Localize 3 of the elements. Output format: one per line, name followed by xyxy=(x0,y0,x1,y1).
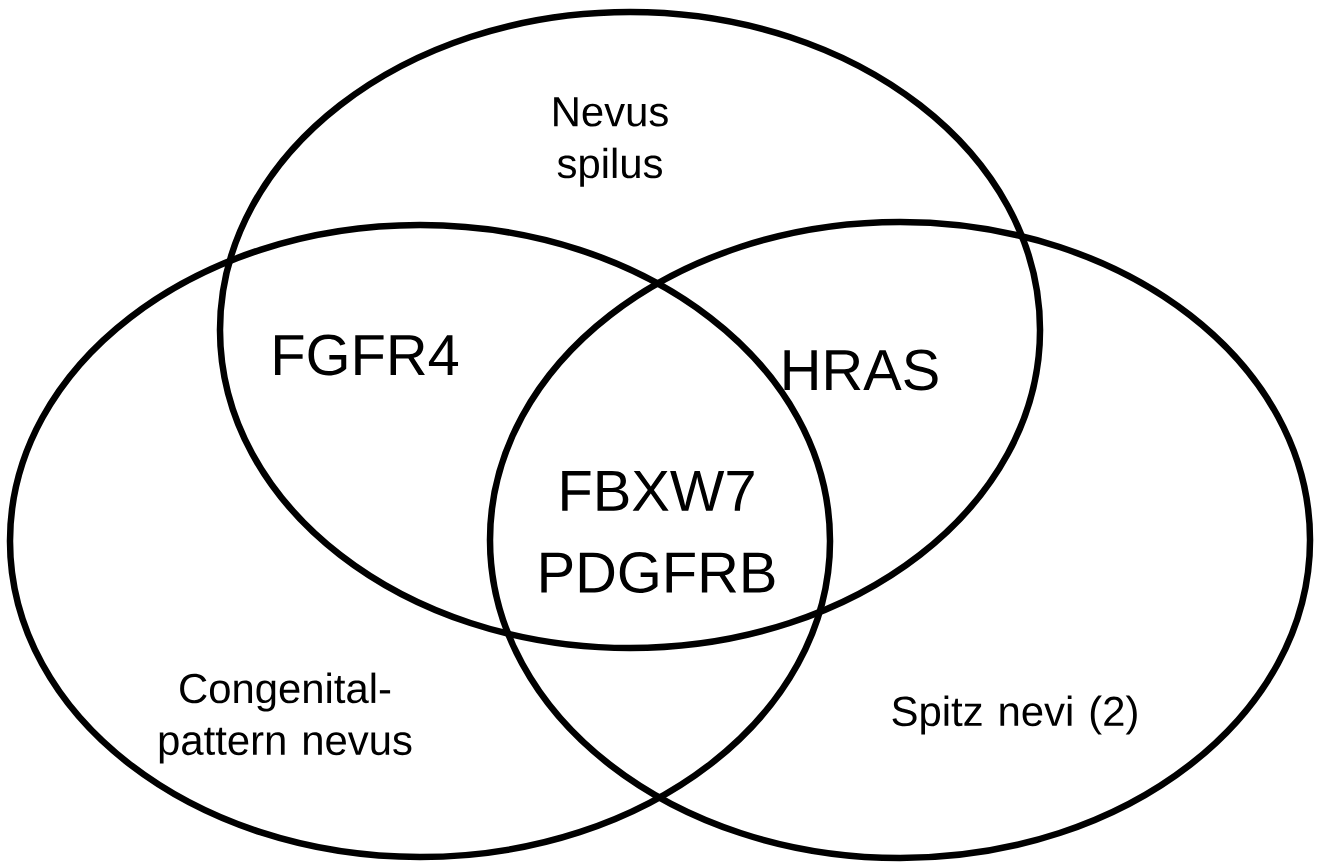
gene-label: FBXW7 PDGFRB xyxy=(541,471,775,593)
gene-label: FGFR4 xyxy=(275,334,459,376)
gene-label: HRAS xyxy=(784,349,938,391)
